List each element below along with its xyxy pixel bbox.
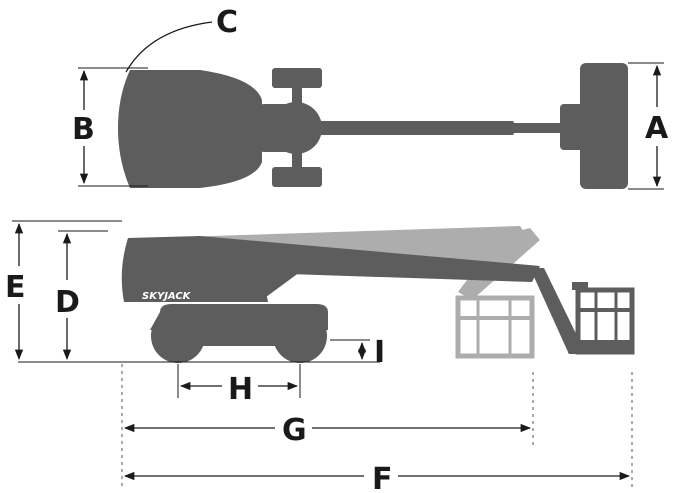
side-view-boom <box>160 236 540 282</box>
dimension-g: G <box>123 413 532 448</box>
dimension-label-f: F <box>372 462 393 493</box>
top-view-pivot <box>270 102 322 154</box>
top-view-axle-front <box>292 86 302 110</box>
dimension-label-b: B <box>72 112 95 147</box>
side-view-jib <box>530 268 582 352</box>
dimension-a: A <box>628 62 669 190</box>
top-view-wheel-front <box>272 68 322 88</box>
dimension-label-i: I <box>374 335 385 370</box>
top-view-axle-rear <box>292 146 302 170</box>
dimension-label-a: A <box>645 111 669 146</box>
top-view-wheel-rear <box>272 167 322 187</box>
dimension-d: D <box>55 230 108 361</box>
side-view-logo: SKYJACK <box>142 291 192 302</box>
dimension-label-g: G <box>282 413 307 448</box>
top-view-boom-tip <box>512 123 572 133</box>
side-view-platform <box>568 282 635 355</box>
dimension-e: E <box>5 220 122 361</box>
side-view: SKYJACK <box>121 226 635 363</box>
dimension-label-e: E <box>5 270 26 305</box>
top-view-boom <box>310 121 514 135</box>
side-view-underbody <box>176 318 302 346</box>
dimension-f: F <box>123 462 631 493</box>
side-view-boom-cylinder <box>236 270 300 300</box>
top-view-jib <box>560 104 584 150</box>
side-view-turret <box>121 236 268 302</box>
side-view-ghost-platform <box>455 295 535 359</box>
dimension-label-c: C <box>216 5 238 40</box>
dimension-h: H <box>177 364 301 407</box>
top-view <box>118 63 628 189</box>
dimension-label-d: D <box>55 285 80 320</box>
top-view-chassis <box>118 70 262 188</box>
dimension-c: C <box>125 5 238 73</box>
dimension-i: I <box>330 335 385 370</box>
dimension-b: B <box>72 67 148 187</box>
top-view-platform <box>580 63 628 189</box>
dimension-label-h: H <box>228 372 253 407</box>
